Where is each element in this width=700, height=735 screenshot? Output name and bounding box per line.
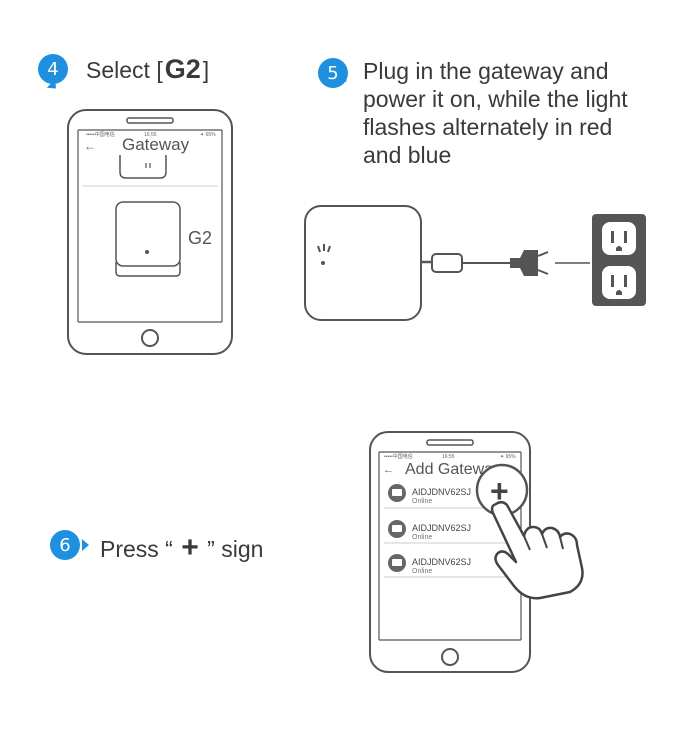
phone-step-4 — [67, 109, 233, 355]
phone-step-4-device-label[interactable]: G2 — [188, 228, 212, 248]
step-4-badge: 4 — [38, 54, 68, 84]
step-6-suffix: ” sign — [207, 536, 264, 562]
phone-step-4-back-icon[interactable]: ← — [84, 139, 96, 153]
gateway-3-name[interactable]: AIDJDNV62SJ — [412, 557, 471, 567]
gateway-1-status: Online — [412, 498, 432, 505]
wall-outlet — [592, 214, 646, 306]
step-6-plus: + — [181, 531, 199, 564]
gateway-2-name[interactable]: AIDJDNV62SJ — [412, 523, 471, 533]
phone-step-4-home-button — [141, 329, 159, 347]
step-6-title: Press “ + ” sign — [100, 530, 263, 566]
gateway-2-status: Online — [412, 534, 432, 541]
step-6-badge: 6 — [50, 530, 80, 560]
step-5-line-1: Plug in the gateway and — [363, 58, 609, 84]
phone-step-4-time: 16:55 — [144, 132, 157, 138]
step-5-line-4: and blue — [363, 142, 452, 168]
step-4-title: Select [G2] — [86, 53, 209, 85]
phone-step-4-partial-device — [119, 155, 167, 179]
power-plug — [510, 250, 538, 276]
step-5-line-3: flashes alternately in red — [363, 114, 613, 140]
phone-step-6-back-icon[interactable]: ← — [383, 464, 394, 476]
phone-step-6-home-button — [441, 648, 459, 666]
gateway-light-icon — [317, 245, 321, 253]
step-5-line-2: power it on, while the light — [363, 86, 628, 112]
plus-icon[interactable]: + — [490, 473, 509, 509]
phone-step-4-body — [67, 109, 233, 355]
step-4-model: G2 — [164, 54, 201, 84]
phone-step-6-time: 16:55 — [442, 454, 455, 460]
gateway-1-name[interactable]: AIDJDNV62SJ — [412, 487, 471, 497]
phone-step-6-screen-title: Add Gateway — [405, 461, 501, 478]
phone-step-4-speaker — [126, 117, 174, 124]
step-4-bracket-open: [ — [156, 57, 163, 83]
gateway-plug-illustration — [304, 205, 590, 321]
step-4-prefix: Select — [86, 57, 150, 83]
gateway-3-status: Online — [412, 568, 432, 575]
g2-device-icon — [115, 201, 181, 267]
step-4-bracket-close: ] — [202, 57, 210, 83]
step-6-badge-tail — [82, 539, 89, 551]
phone-step-4-carrier: •••••中国电信 — [86, 131, 115, 138]
phone-step-6-battery: ✦ 65% — [500, 454, 516, 460]
phone-step-6-carrier: •••••中国电信 — [384, 453, 413, 460]
step-5-instructions: Plug in the gateway and power it on, whi… — [363, 57, 683, 169]
pointing-hand-icon — [490, 501, 584, 600]
phone-step-4-battery: ✦ 65% — [200, 132, 216, 138]
step-6-prefix: Press “ — [100, 536, 173, 562]
phone-step-4-screen-title: Gateway — [122, 135, 190, 154]
step-5-badge: 5 — [318, 58, 348, 88]
